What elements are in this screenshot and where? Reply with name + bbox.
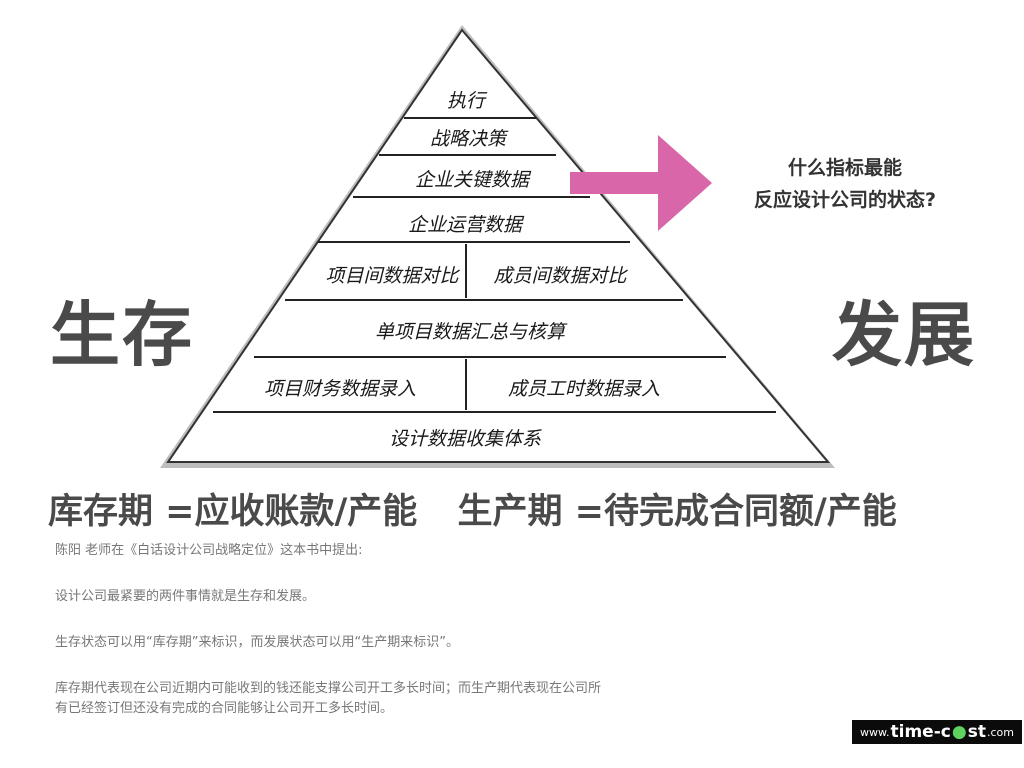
layer-label-member-compare: 成员间数据对比: [493, 265, 628, 287]
layer-label-finance-entry: 项目财务数据录入: [264, 378, 416, 400]
layer-label-hours-entry: 成员工时数据录入: [508, 378, 660, 400]
layer-label-project-summary: 单项目数据汇总与核算: [375, 321, 568, 343]
pyramid-diagram: 执行 战略决策 企业关键数据 企业运营数据 项目间数据对比 成员间数据对比 单项…: [160, 25, 835, 468]
logo-suffix: .com: [986, 725, 1014, 739]
body-line: 有已经签订但还没有完成的合同能够让公司开工多长时间。: [55, 701, 394, 716]
formula-line: 库存期 =应收账款/产能 生产期 =待完成合同额/产能: [48, 490, 988, 534]
formula-production-period: 生产期 =待完成合同额/产能: [457, 492, 897, 532]
pyramid-outline: [166, 28, 831, 463]
body-paragraph: 库存期代表现在公司近期内可能收到的钱还能支撑公司开工多长时间；而生产期代表现在公…: [55, 679, 755, 719]
layer-label-project-compare: 项目间数据对比: [325, 265, 460, 287]
question-callout: 什么指标最能 反应设计公司的状态?: [720, 152, 970, 216]
layer-label-execute: 执行: [447, 90, 488, 112]
body-paragraph: 设计公司最紧要的两件事情就是生存和发展。: [55, 589, 316, 604]
layer-label-collection-system: 设计数据收集体系: [389, 428, 542, 450]
body-line: 库存期代表现在公司近期内可能收到的钱还能支撑公司开工多长时间；而生产期代表现在公…: [55, 681, 602, 696]
question-line-1: 什么指标最能: [787, 157, 902, 179]
big-word-survival: 生存: [50, 294, 194, 376]
logo-dot-icon: ●: [951, 722, 967, 742]
logo-name-b: st: [967, 722, 986, 742]
layer-label-strategy: 战略决策: [430, 128, 509, 150]
layer-label-operation-data: 企业运营数据: [408, 214, 525, 236]
big-word-development: 发展: [832, 294, 976, 376]
body-paragraph: 生存状态可以用“库存期”来标识，而发展状态可以用“生产期来标识”。: [55, 635, 459, 650]
layer-label-key-data: 企业关键数据: [415, 169, 532, 191]
formula-inventory-period: 库存期 =应收账款/产能: [48, 492, 418, 532]
site-logo: www. time-c ● st .com: [852, 720, 1022, 744]
logo-name-a: time-c: [890, 722, 951, 742]
logo-prefix: www.: [860, 725, 890, 739]
body-paragraph: 陈阳 老师在《白话设计公司战略定位》这本书中提出:: [55, 543, 363, 558]
question-line-2: 反应设计公司的状态?: [753, 189, 937, 211]
body-text: 陈阳 老师在《白话设计公司战略定位》这本书中提出: 设计公司最紧要的两件事情就是…: [55, 541, 755, 719]
right-arrow-icon: [570, 135, 712, 231]
